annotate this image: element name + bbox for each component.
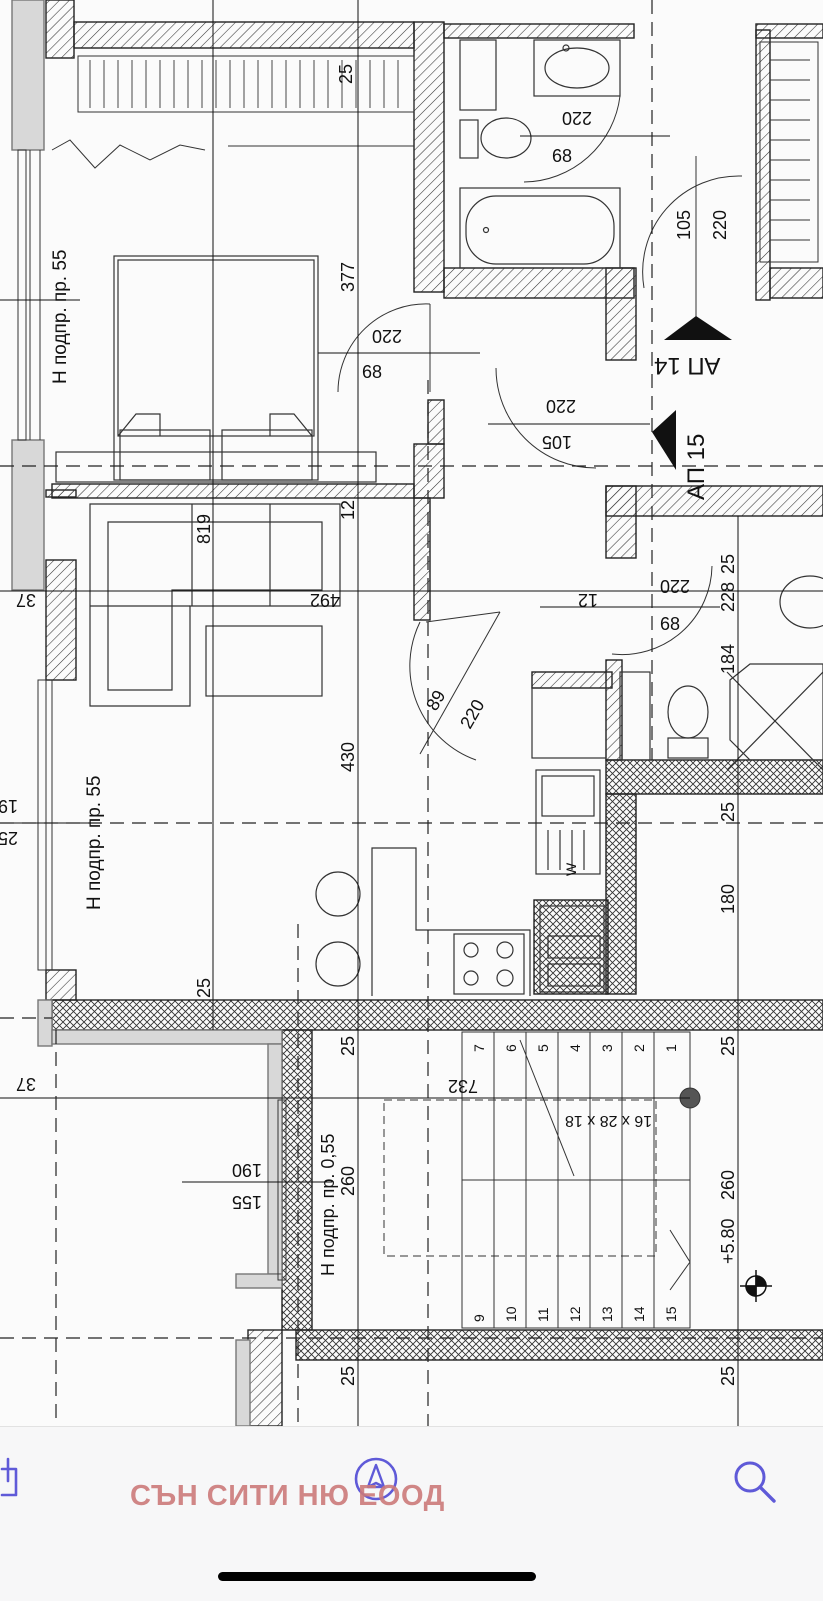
washer-label: W <box>563 862 579 876</box>
dim-220-wc: 220 <box>660 576 690 596</box>
bathroom-fixtures <box>459 39 823 771</box>
step-11: 11 <box>535 1307 551 1322</box>
bottom-toolbar <box>0 1426 823 1601</box>
dimension-lines <box>0 0 823 1426</box>
dim-155: 155 <box>232 1192 262 1212</box>
step-15: 15 <box>663 1306 679 1322</box>
dim-220-door-bed: 220 <box>372 326 402 346</box>
floor-plan-drawing: АП 14 АП 15 Н подпр. пр. 55 Н подпр. пр.… <box>0 0 823 1426</box>
section-markers <box>652 316 732 470</box>
dim-430: 430 <box>338 742 358 772</box>
dim-25-bottom-r: 25 <box>718 1366 738 1386</box>
step-12: 12 <box>567 1306 583 1322</box>
step-3: 3 <box>599 1044 615 1052</box>
dim-25-right: 25 <box>718 802 738 822</box>
step-6: 6 <box>503 1044 519 1052</box>
dim-260b: 260 <box>718 1170 738 1200</box>
dim-25-bottom: 25 <box>338 1366 358 1386</box>
share-icon[interactable] <box>0 1455 30 1499</box>
step-13: 13 <box>599 1306 615 1322</box>
search-icon[interactable] <box>730 1457 778 1505</box>
dim-228: 228 <box>718 582 738 612</box>
dim-25-top: 25 <box>336 64 356 84</box>
dim-105-hall: 105 <box>674 210 694 240</box>
dashed-axes <box>0 0 823 1426</box>
step-7: 7 <box>471 1044 487 1052</box>
dim-25-left: 25 <box>0 828 18 848</box>
dim-68-bath: 68 <box>552 146 572 166</box>
label-apt15: АП 15 <box>683 434 710 500</box>
windows <box>17 149 287 1281</box>
step-14: 14 <box>631 1306 647 1322</box>
step-4: 4 <box>567 1044 583 1052</box>
dim-68-wc: 68 <box>660 614 680 634</box>
dim-12: 12 <box>338 500 358 520</box>
step-1: 1 <box>663 1044 679 1052</box>
dim-37b: 37 <box>16 1074 36 1094</box>
stairs <box>383 1031 701 1329</box>
door-swings <box>337 95 743 761</box>
home-indicator[interactable] <box>218 1572 536 1581</box>
document-viewer[interactable]: АП 14 АП 15 Н подпр. пр. 55 Н подпр. пр.… <box>0 0 823 1426</box>
dim-492: 492 <box>310 590 340 610</box>
label-stair-spec: 16 x 28 x 18 <box>565 1112 652 1129</box>
label-window-living: Н подпр. пр. 55 <box>84 776 105 910</box>
dim-25-wc: 25 <box>718 554 738 574</box>
dim-220-door-liv: 220 <box>456 696 488 732</box>
dim-260a: 260 <box>338 1166 358 1196</box>
dim-25-stair: 25 <box>338 1036 358 1056</box>
step-9: 9 <box>471 1314 487 1322</box>
markup-icon[interactable] <box>352 1457 400 1505</box>
label-window-stair: Н подпр. пр. 0,55 <box>318 1134 338 1276</box>
step-2: 2 <box>631 1044 647 1052</box>
label-window-bedroom: Н подпр. пр. 55 <box>50 250 71 384</box>
dim-12b: 12 <box>578 590 598 610</box>
dim-190: 190 <box>232 1160 262 1180</box>
dim-25-kitchen: 25 <box>194 978 214 998</box>
sofa <box>89 503 341 707</box>
dim-220-bath: 220 <box>562 108 592 128</box>
dim-220-hall: 220 <box>710 210 730 240</box>
dim-220-entry: 220 <box>546 396 576 416</box>
wardrobe <box>51 41 819 263</box>
step-10: 10 <box>503 1306 519 1322</box>
dim-68-door-bed: 68 <box>362 362 382 382</box>
bed <box>55 255 377 483</box>
dim-25-stair-r: 25 <box>718 1036 738 1056</box>
benchmark-symbol <box>740 1270 772 1302</box>
label-elevation: +5.80 <box>718 1218 738 1264</box>
step-5: 5 <box>535 1044 551 1052</box>
kitchen <box>315 687 607 996</box>
walls <box>11 0 823 1426</box>
dim-732: 732 <box>448 1076 478 1096</box>
dim-819: 819 <box>194 514 214 544</box>
label-apt14: АП 14 <box>654 352 720 379</box>
dim-377: 377 <box>338 262 358 292</box>
dim-105-entry: 105 <box>542 432 572 452</box>
dim-37a: 37 <box>16 590 36 610</box>
dim-184: 184 <box>718 644 738 674</box>
dim-190-left: 190 <box>0 796 18 816</box>
dim-180: 180 <box>718 884 738 914</box>
